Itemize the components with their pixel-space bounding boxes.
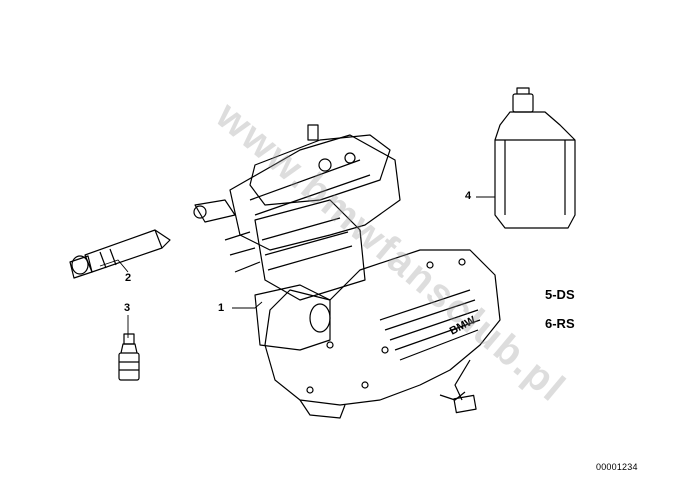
callout-4: 4 (465, 190, 472, 202)
engine-assembly (193, 124, 501, 419)
variant-label-2: 6-RS (545, 316, 575, 331)
callout-3: 3 (124, 302, 131, 314)
callout-2: 2 (125, 272, 132, 284)
catalog-number: 00001234 (596, 462, 638, 472)
sealant-tube-part (69, 229, 171, 279)
leader-lines (99, 196, 495, 338)
callout-1: 1 (218, 302, 225, 314)
variant-label-1: 5-DS (545, 287, 575, 302)
oil-bottle-part (494, 87, 576, 229)
adhesive-bottle-part (118, 333, 140, 381)
